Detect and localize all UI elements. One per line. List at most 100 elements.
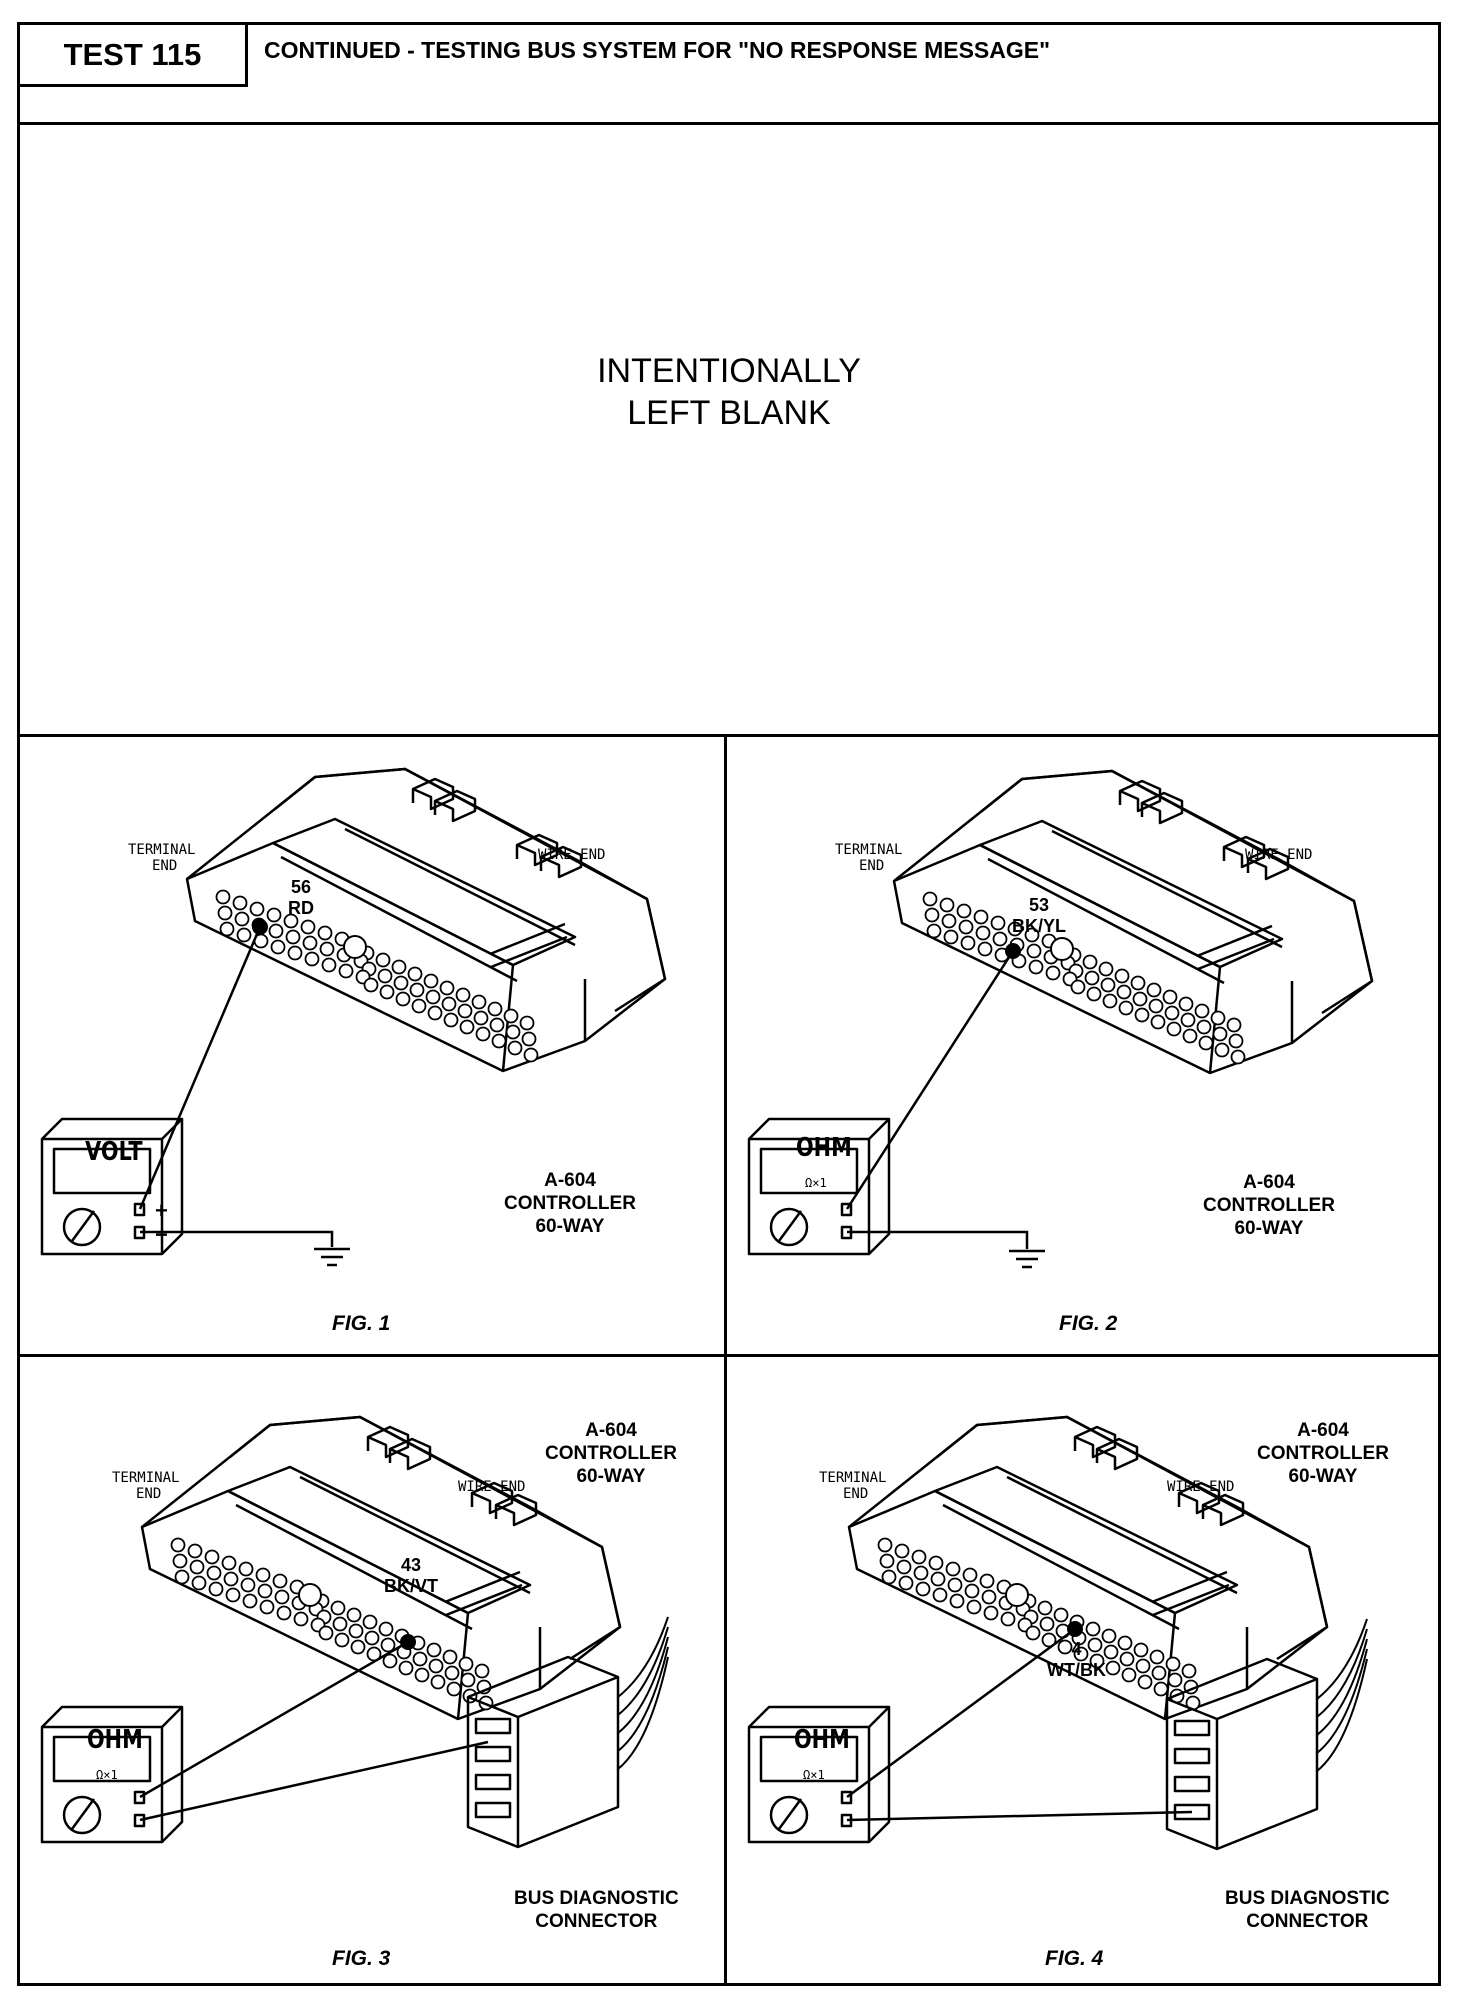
meter-minus-label: − [155,1222,168,1247]
pin-cavity [189,1559,205,1575]
connector-rib [987,857,1225,985]
pin-cavity [1007,921,1023,937]
test-number: TEST 115 [20,25,248,87]
pin-cavity [240,1577,256,1593]
pin-cavity [302,935,318,951]
pin-cavity [960,935,976,951]
pin-cavity [947,1577,963,1593]
meter-dial [769,1207,809,1247]
pin-cavity [489,1017,505,1033]
pin-cavity [443,1012,459,1028]
pin-cavity [1162,989,1178,1005]
pin-cavity [945,1561,961,1577]
test-sheet: TEST 115 CONTINUED - TESTING BUS SYSTEM … [17,22,1441,1986]
pin-cavity [1116,984,1132,1000]
pin-cavity [941,913,957,929]
meter-edge [161,1706,183,1728]
multimeter [40,1705,184,1844]
figure-3-drawing [40,1415,669,1849]
pin-cavity [932,1587,948,1603]
pin-cavity [1164,1005,1180,1021]
page-title: CONTINUED - TESTING BUS SYSTEM FOR "NO R… [264,37,1050,63]
pin-cavity [206,1565,222,1581]
pin-cavity [287,945,303,961]
pin-cavity [1024,927,1040,943]
pin-cavity [412,1651,428,1667]
bus-terminal-slot [1173,1719,1211,1737]
pin-cavity [187,1543,203,1559]
meter-dial [769,1795,809,1835]
pin-cavity [507,1040,523,1056]
bus-terminal-slot [474,1773,512,1791]
latch-tab [1095,1437,1139,1471]
pin-cavity [1082,954,1098,970]
pin-cavity [1130,975,1146,991]
figure-caption: FIG. 1 [332,1312,391,1335]
meter-dial-pointer [777,1798,803,1830]
pin-cavity [1039,1616,1055,1632]
pin-cavity [276,1605,292,1621]
pin-cavity [915,1581,931,1597]
connector-rib [489,922,566,956]
pin-cavity [1084,970,1100,986]
connector-shell-edge [936,1415,1238,1509]
pin-cavity [217,905,233,921]
connector-rib [444,1570,521,1604]
pin-cavity [1210,1010,1226,1026]
connector-rib [942,1503,1180,1631]
pin-cavity [877,1537,893,1553]
pin-cavity [377,968,393,984]
meter-jack [133,1790,146,1805]
bus-terminal-slot [1173,1747,1211,1765]
pin-cavity [962,1567,978,1583]
bus-wire [1316,1628,1368,1718]
pin-cavity [939,897,955,913]
pin-cavity [348,1623,364,1639]
pin-cavity [1214,1042,1230,1058]
pin-cavity [896,1559,912,1575]
pin-cavity [1070,979,1086,995]
pin-cavity [1100,977,1116,993]
wire-end-label: WIRE END [538,847,606,863]
pin-cavity [1148,998,1164,1014]
pin-cavity [1026,943,1042,959]
pin-cavity [425,989,441,1005]
figure-2-drawing [747,769,1374,1269]
pin-cavity [393,975,409,991]
connector-shell-edge [529,1505,622,1661]
connector-rib [280,855,518,983]
header: TEST 115 CONTINUED - TESTING BUS SYSTEM … [20,25,1438,125]
latch-tab [1201,1493,1245,1527]
test-lead [139,1640,409,1799]
meter-range-label: Ω×1 [805,1176,827,1190]
pin-cavity [894,1543,910,1559]
figure-4-drawing [747,1415,1368,1851]
connector-shell-edge [574,857,667,1013]
pin-cavity [881,1569,897,1585]
pin-cavity [926,923,942,939]
pin-cavity [391,959,407,975]
pin-cavity [1166,1021,1182,1037]
pin-cavity [473,1010,489,1026]
pin-cavity [257,1583,273,1599]
pin-cavity [1025,1625,1041,1641]
pin-cavity [457,1003,473,1019]
pin-cavity [1180,1012,1196,1028]
pin-cavity [979,1573,995,1589]
bus-diagnostic-connector [1165,1618,1368,1851]
meter-edge [161,1118,183,1140]
test-lead [846,1810,1193,1822]
pin-cavity [1117,1635,1133,1651]
meter-range-label: Ω×1 [803,1768,825,1782]
wire-end-label: WIRE END [458,1479,526,1495]
connector-rib [235,1503,473,1631]
pin-cavity [966,1599,982,1615]
pin-cavity [338,963,354,979]
pin-cavity [334,1632,350,1648]
pin-cavity [1137,1674,1153,1690]
